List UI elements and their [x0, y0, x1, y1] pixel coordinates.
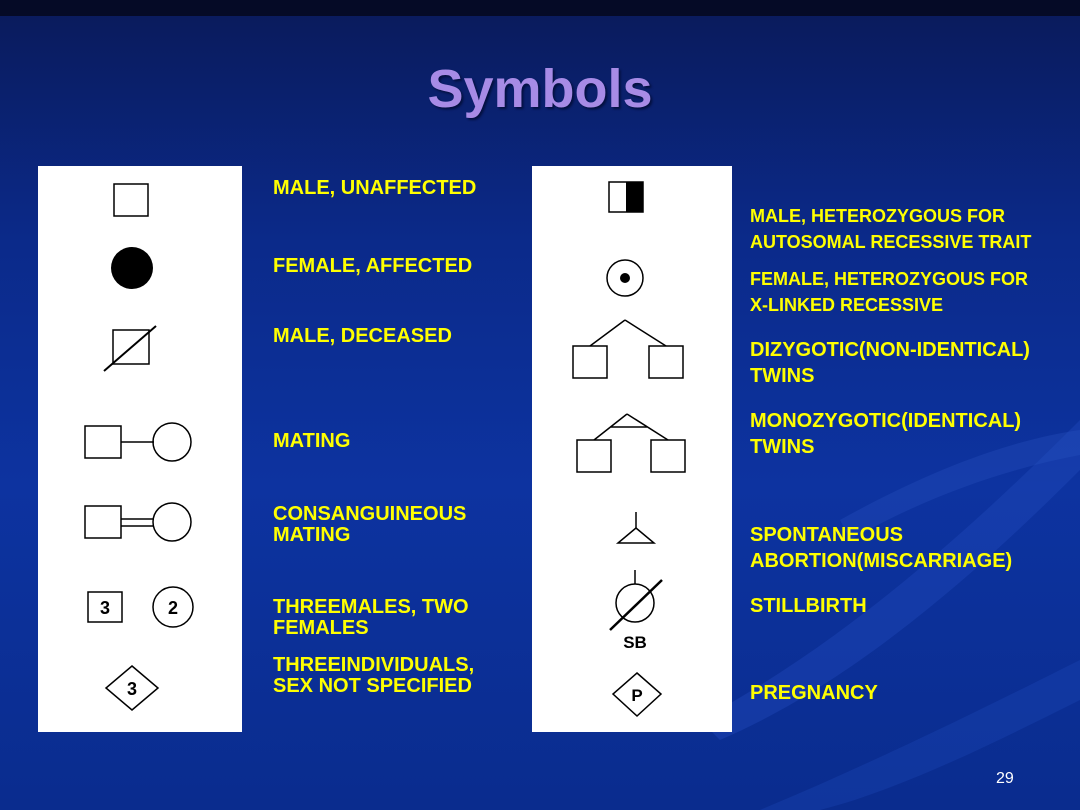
label-male-unaffected: MALE, UNAFFECTED: [273, 177, 477, 199]
three-males-two-females-symbol: 3 2: [87, 586, 194, 628]
mating-symbol: [84, 422, 192, 462]
monozygotic-twins-symbol: [576, 413, 686, 473]
three-unspecified-number: 3: [127, 679, 137, 699]
slide-title: Symbols: [427, 59, 653, 119]
left-symbol-panel: 3 2 3: [38, 166, 242, 732]
two-females-number: 2: [168, 598, 178, 618]
label-female-affected: FEMALE, AFFECTED: [273, 255, 473, 277]
label-dizygotic-twins: DIZYGOTIC(NON-IDENTICAL) TWINS: [750, 339, 1030, 387]
male-deceased-symbol: [103, 325, 157, 372]
label-consanguineous-mating: CONSANGUINEOUS MATING: [273, 503, 467, 546]
male-heterozygous-symbol: [608, 181, 644, 213]
top-bar: [0, 0, 1080, 16]
three-males-number: 3: [100, 598, 110, 618]
three-unspecified-symbol: 3: [104, 665, 160, 711]
label-spontaneous-abortion: SPONTANEOUS ABORTION(MISCARRIAGE): [750, 524, 1013, 572]
label-three-individuals: THREEINDIVIDUALS, SEX NOT SPECIFIED: [273, 654, 475, 697]
label-female-carrier: FEMALE, HETEROZYGOUS FOR X-LINKED RECESS…: [750, 269, 1029, 315]
pregnancy-symbol: P: [611, 672, 663, 718]
right-symbol-panel: SB P: [532, 166, 732, 732]
page-number: 29: [996, 770, 1014, 787]
label-mating: MATING: [273, 430, 351, 452]
label-pregnancy: PREGNANCY: [750, 682, 878, 704]
stillbirth-symbol: SB: [609, 570, 663, 652]
female-carrier-symbol: [606, 259, 644, 297]
pregnancy-letter: P: [631, 686, 642, 705]
male-unaffected-symbol: [113, 183, 149, 217]
label-three-males-two-females: THREEMALES, TWO FEMALES: [273, 596, 469, 639]
stillbirth-label: SB: [623, 633, 647, 652]
label-male-deceased: MALE, DECEASED: [273, 325, 452, 347]
dizygotic-twins-symbol: [572, 319, 684, 379]
label-stillbirth: STILLBIRTH: [750, 595, 867, 617]
label-monozygotic-twins: MONOZYGOTIC(IDENTICAL) TWINS: [750, 410, 1022, 458]
consanguineous-mating-symbol: [84, 502, 192, 542]
label-male-heterozygous: MALE, HETEROZYGOUS FOR AUTOSOMAL RECESSI…: [750, 206, 1032, 252]
female-affected-symbol: [111, 247, 153, 289]
spontaneous-abortion-symbol: [615, 512, 657, 544]
